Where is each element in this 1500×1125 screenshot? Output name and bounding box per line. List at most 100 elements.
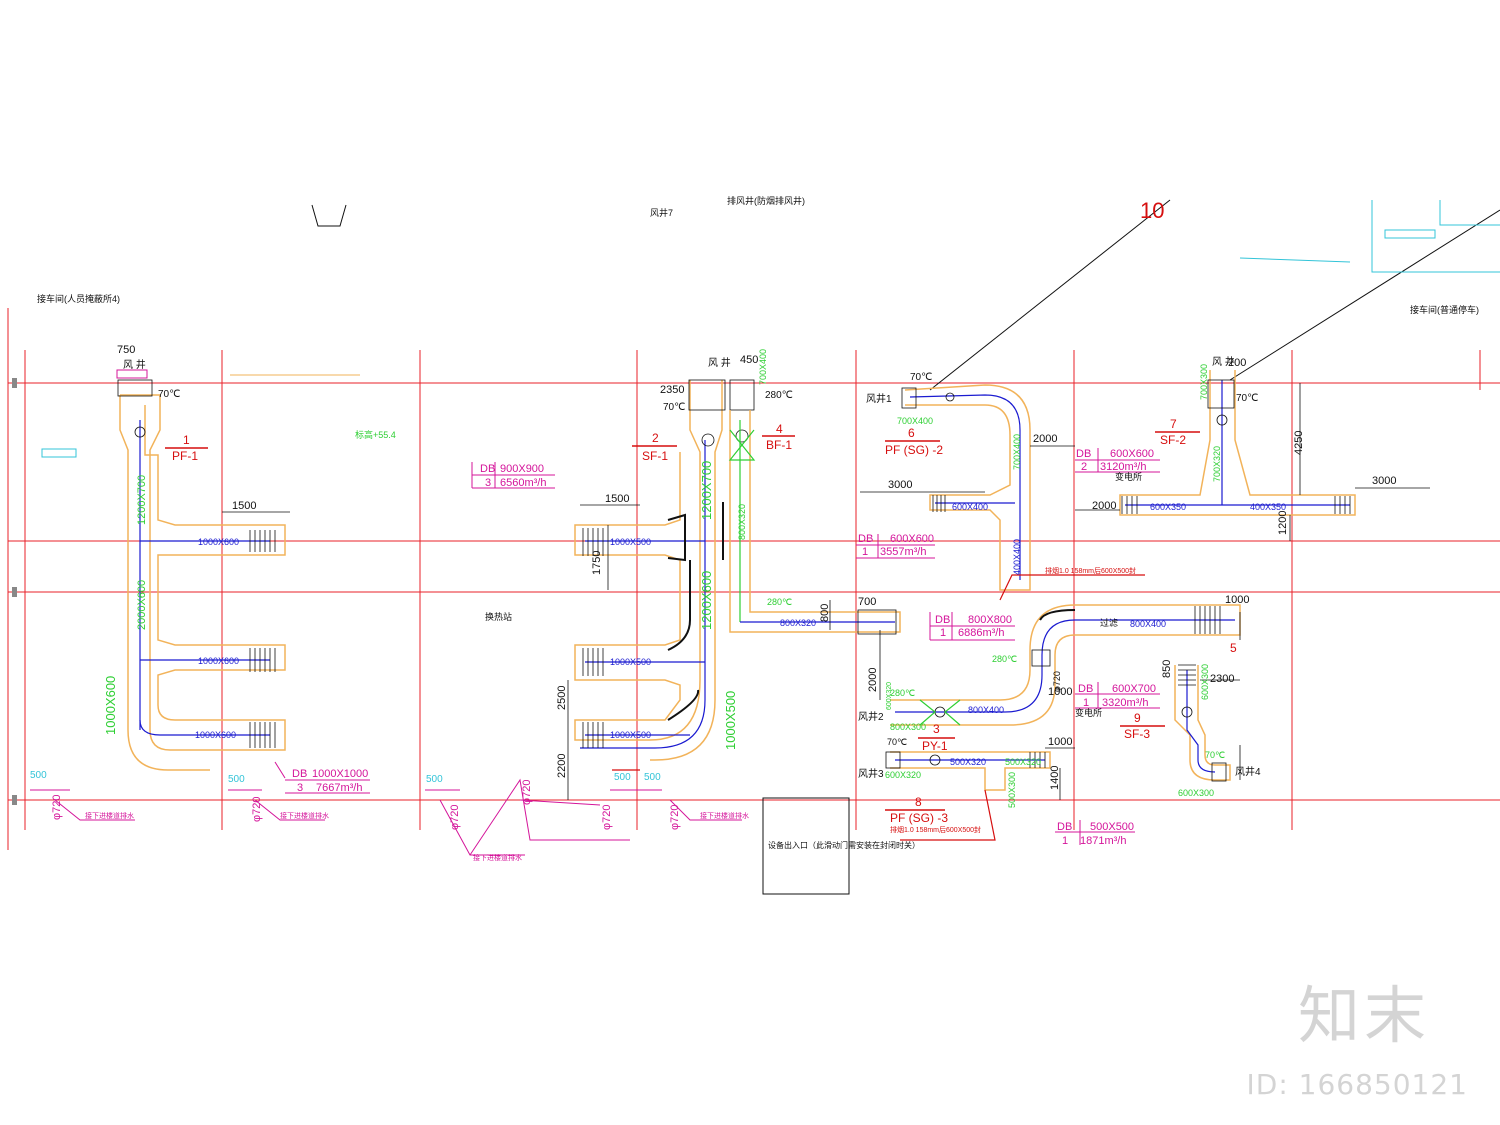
db-count: 1 <box>1062 835 1068 847</box>
pipe: φ720 <box>669 805 681 831</box>
shaft: 风井1 <box>866 392 892 405</box>
temp: 70℃ <box>910 372 932 383</box>
temp: 70℃ <box>1205 750 1225 760</box>
fan-num: 8 <box>915 795 922 809</box>
db-flow: 3120m³/h <box>1100 461 1146 473</box>
duct-size: 1000X600 <box>198 537 239 547</box>
fan-tag: BF-1 <box>766 438 792 452</box>
dim: 1400 <box>1049 766 1061 790</box>
shaft: 风 井 <box>1212 355 1235 368</box>
temp: 280℃ <box>992 654 1017 664</box>
pipe: φ720 <box>449 805 461 831</box>
duct-system-pfsg2 <box>901 384 1031 591</box>
db-size: 800X800 <box>968 614 1012 626</box>
duct-size: 1000X600 <box>103 676 118 735</box>
duct-size: 600X300 <box>1200 664 1210 700</box>
duct-size: 500X320 <box>950 757 986 767</box>
top-room-label: 排风井(防烟排风井) <box>727 195 805 206</box>
shaft: 风 井 <box>708 356 731 369</box>
dim: 1000 <box>1048 686 1072 698</box>
db-type: DB <box>935 614 950 626</box>
air-shaft-top-label: 风井7 <box>650 207 673 218</box>
pipe: φ720 <box>251 797 263 823</box>
dim: 500 <box>426 774 443 785</box>
db-count: 1 <box>862 546 868 558</box>
fan-tag: SF-3 <box>1124 727 1150 741</box>
db-type: DB <box>480 463 495 475</box>
substation-b-label: 变电所 <box>1075 707 1102 718</box>
pipe: φ720 <box>521 780 533 806</box>
fan-num: 9 <box>1134 711 1141 725</box>
duct-size: 1000X600 <box>195 730 236 740</box>
note: 接下进楼道排水 <box>280 811 329 820</box>
temp: 280℃ <box>890 688 915 698</box>
dim: 1500 <box>605 493 629 505</box>
duct-size: 600X320 <box>886 682 893 710</box>
shaft: 风井2 <box>858 710 884 723</box>
dimension-labels: 750 1500 1500 1750 2350 450 200 2000 300… <box>30 344 1396 790</box>
left-room-label: 接车间(人员掩蔽所4) <box>37 293 120 304</box>
top-sketch <box>311 204 347 227</box>
db-flow: 3320m³/h <box>1102 697 1148 709</box>
db-size: 1000X1000 <box>312 768 368 780</box>
temp: 70℃ <box>887 737 907 747</box>
db-flow: 1871m³/h <box>1080 835 1126 847</box>
note: 排烟1.0 158mm后600X500封 <box>890 825 981 834</box>
dim: 500 <box>644 772 661 783</box>
fan-num: 1 <box>183 433 190 447</box>
temp: 280℃ <box>765 390 793 401</box>
fan-num: 2 <box>652 431 659 445</box>
right-room-label: 接车间(普通停车) <box>1410 304 1479 315</box>
duct-size: 700X400 <box>758 349 768 385</box>
airflow-box-text: DB 900X900 3 6560m³/h DB 1000X1000 3 766… <box>292 448 1156 847</box>
dim: 850 <box>1161 660 1173 678</box>
dim: 500 <box>228 774 245 785</box>
note: 接下进楼道排水 <box>85 811 134 820</box>
db-flow: 6886m³/h <box>958 627 1004 639</box>
airflow-box-frames <box>285 448 1160 845</box>
db-size: 600X600 <box>890 533 934 545</box>
db-count: 1 <box>1083 697 1089 709</box>
pump-room-elev-label: 标高+55.4 <box>355 429 396 440</box>
dim: 1500 <box>232 500 256 512</box>
dim: 2000 <box>1092 500 1116 512</box>
duct-system-sf2 <box>1119 370 1356 516</box>
fan-tag: PF-1 <box>172 449 198 463</box>
dim: 2200 <box>556 754 568 778</box>
fan-num: 7 <box>1170 417 1177 431</box>
axis-ticks <box>12 378 17 805</box>
dim: 2300 <box>1210 673 1234 685</box>
dim: 200 <box>1228 357 1246 369</box>
db-size: 600X700 <box>1112 683 1156 695</box>
dim: 800 <box>819 604 831 622</box>
fan-num: 6 <box>908 426 915 440</box>
shaft: 风井3 <box>858 767 884 780</box>
dim: 1200 <box>1277 511 1289 535</box>
fan-num: 3 <box>933 722 940 736</box>
duct-size: 800X400 <box>1130 619 1166 629</box>
shaft-labels: 风井1 风井2 风井3 风井4 风 井 风 井 风 井 <box>123 355 1261 780</box>
leader-lines <box>929 199 1500 391</box>
temp: 70℃ <box>1236 393 1258 404</box>
dim: 3000 <box>1372 475 1396 487</box>
temperature-labels: 70℃ 70℃ 280℃ 70℃ 70℃ 280℃ 280℃ 280℃ 70℃ … <box>158 372 1258 760</box>
equipment-entry-label: 设备出入口（此滑动门需安装在封闭时关） <box>768 840 920 850</box>
db-count: 3 <box>297 782 303 794</box>
dim: 2350 <box>660 384 684 396</box>
duct-size: 1000X500 <box>610 730 651 740</box>
dim: 1750 <box>591 551 603 575</box>
db-count: 2 <box>1081 461 1087 473</box>
db-size: 500X500 <box>1090 821 1134 833</box>
fan-tag: SF-2 <box>1160 433 1186 447</box>
duct-size: 1000X500 <box>723 691 738 750</box>
duct-system-py1 <box>890 604 1241 726</box>
duct-size: 700X300 <box>1199 364 1209 400</box>
duct-size: 600X400 <box>952 502 988 512</box>
db-type: DB <box>292 768 307 780</box>
duct-size: 400X400 <box>1012 539 1022 575</box>
watermark-logo: 知末 <box>1297 979 1430 1052</box>
duct-size: 800X320 <box>780 618 816 628</box>
pipe-risers <box>30 761 742 856</box>
duct-system-sf3 <box>1174 664 1231 782</box>
